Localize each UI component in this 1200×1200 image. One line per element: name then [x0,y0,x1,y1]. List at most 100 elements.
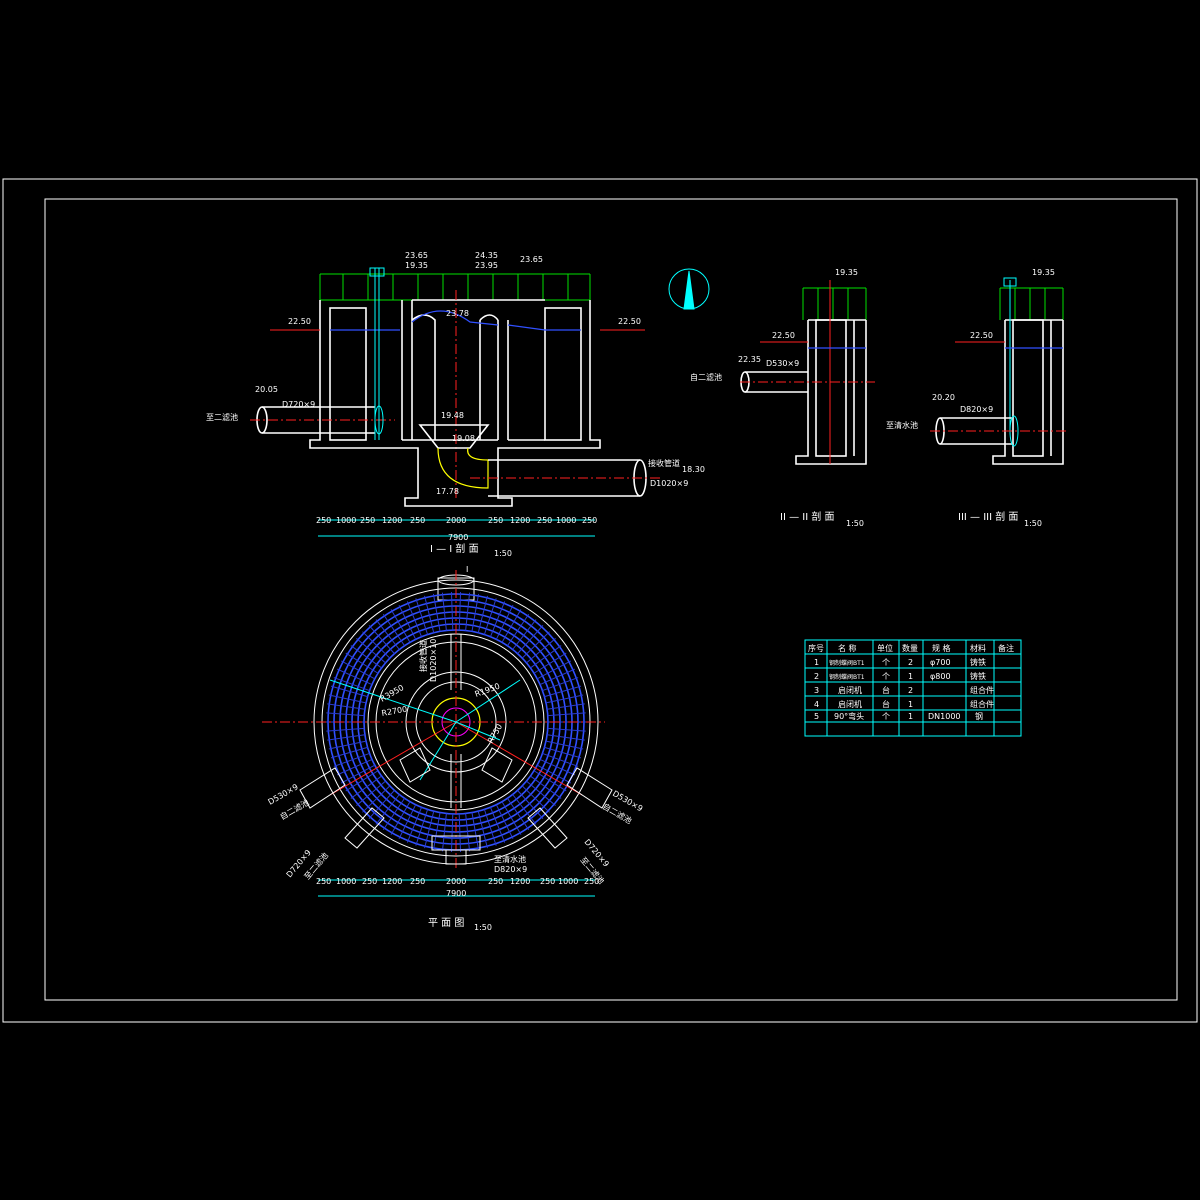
table-row: 3 启闭机 台 2 组合件 [814,685,994,695]
pipe-right-plan [481,747,613,849]
section-3-scale: 1:50 [1024,519,1042,528]
table-header-cell: 规 格 [932,643,951,653]
plan-radius-3: R1950 [474,682,501,699]
table-cell: 组合件 [970,685,994,695]
section-3-elev-top: 19.35 [1032,268,1055,277]
dim-item: 1200 [510,877,530,886]
table-cell: 钢 [975,711,983,721]
section-2-title: II — II 剖 面 [780,510,835,523]
table-cell: DN1000 [928,712,961,721]
section-3-elev-pipe: 20.20 [932,393,955,402]
table-header-cell: 序号 [808,643,824,653]
plan-section-mark: I [466,565,468,574]
table-header-cell: 单位 [877,643,893,653]
elev-ground-right: 22.50 [618,317,641,326]
plan-radius-2: R2700 [381,705,408,718]
section-2-pipe-label: 自二滤池 [690,372,722,382]
dim-item: 250 [316,516,331,525]
table-cell: φ800 [930,672,951,681]
section-2-scale: 1:50 [846,519,864,528]
materials-table: 序号 名 称 单位 数量 规 格 材料 备注 1 钢制蝶阀BT1 个 2 φ70… [804,639,1022,737]
table-cell: 1 [908,700,913,709]
section-1-1: 23.65 19.35 24.35 23.95 23.65 22.50 22.5… [206,251,705,558]
pipe-left-plan [299,747,431,849]
dim-item: 250 [540,877,555,886]
elev-weir: 23.78 [446,309,469,318]
plan-view: 接收管道 D1020×10 R3950 R2700 R1950 R750 D53… [262,565,644,932]
section-3-elev-ground: 22.50 [970,331,993,340]
pipe-left [250,405,395,435]
dim-item: 250 [316,877,331,886]
table-cell: 90°弯头 [834,711,864,721]
section-3-pipe-size: D820×9 [960,405,993,414]
section-2-2: 19.35 22.50 22.35 D530×9 自二滤池 II — II 剖 … [690,268,875,528]
dim-item: 1200 [510,516,530,525]
table-row: 2 钢制蝶阀BT1 个 1 φ800 铸铁 [814,671,986,681]
section-3-pipe-label: 至清水池 [886,420,918,430]
dim-item: 1200 [382,877,402,886]
table-cell: 组合件 [970,699,994,709]
radial-pipes [329,679,583,796]
section-3-title: III — III 剖 面 [958,510,1018,523]
dim-item: 1200 [382,516,402,525]
table-cell: 4 [814,700,819,709]
chamber-walls [309,299,601,507]
dim-item: 1000 [336,516,356,525]
plan-total-dim: 7900 [446,889,466,898]
pipe-left-label: 至二滤池 [206,412,238,422]
dim-item: 250 [582,516,597,525]
plan-pipe-bottom-size: D820×9 [494,865,527,874]
plan-pipe-left-size: D530×9 [267,782,300,806]
table-header-cell: 数量 [902,643,918,653]
dim-item: 250 [410,877,425,886]
dim-item: 250 [537,516,552,525]
section-2-elev-ground: 22.50 [772,331,795,340]
table-cell: 台 [882,685,890,695]
dim-item: 1000 [556,516,576,525]
table-cell: 钢制蝶阀BT1 [829,659,865,667]
section-3-3: 19.35 22.50 20.20 D820×9 至清水池 III — III … [886,268,1068,528]
table-header-cell: 材料 [970,643,986,653]
elev-ground-left: 22.50 [288,317,311,326]
pipe-left-size: D720×9 [282,400,315,409]
plan-top-pipe-label: 接收管道 [418,640,428,672]
water-surface [330,310,581,331]
table-cell: 启闭机 [838,685,862,695]
dim-item: 250 [584,877,599,886]
table-row: 5 90°弯头 个 1 DN1000 钢 [814,711,983,721]
pipe-right [470,459,660,497]
plan-pipe-left-label: 自二滤池 [278,797,311,822]
plan-radius-4: R750 [486,722,504,745]
table-cell: 2 [814,672,819,681]
dim-item: 2000 [446,516,466,525]
section-1-title: I — I 剖 面 [430,542,479,555]
elev-right-top: 23.65 [520,255,543,264]
section-1-scale: 1:50 [494,549,512,558]
table-row: 1 钢制蝶阀BT1 个 2 φ700 铸铁 [814,657,986,667]
table-header-cell: 名 称 [838,643,857,653]
elev-bottom: 17.78 [436,487,459,496]
table-cell: 1 [908,672,913,681]
table-cell: 2 [908,686,913,695]
dim-item: 250 [360,516,375,525]
elev-center-top: 24.35 [475,251,498,260]
roof-hatch [319,273,591,301]
table-cell: 台 [882,699,890,709]
plan-dims: 250 1000 250 1200 250 2000 250 1200 250 … [316,877,599,886]
section-1-dims: 250 1000 250 1200 250 2000 250 1200 250 … [316,516,597,525]
table-cell: 个 [882,658,890,667]
table-cell: 1 [908,712,913,721]
section-1-total-dim: 7900 [448,533,468,542]
table-cell: 个 [882,672,890,681]
dim-item: 1000 [336,877,356,886]
elev-left-top: 23.65 [405,251,428,260]
outer-frame [2,178,1198,1023]
dim-item: 250 [362,877,377,886]
table-header-cell: 备注 [998,643,1014,653]
dim-item: 250 [488,877,503,886]
elbow-bend [437,447,489,489]
table-cell: 启闭机 [838,699,862,709]
elev-center-sub: 23.95 [475,261,498,270]
pipe-right-size: D1020×9 [650,479,688,488]
